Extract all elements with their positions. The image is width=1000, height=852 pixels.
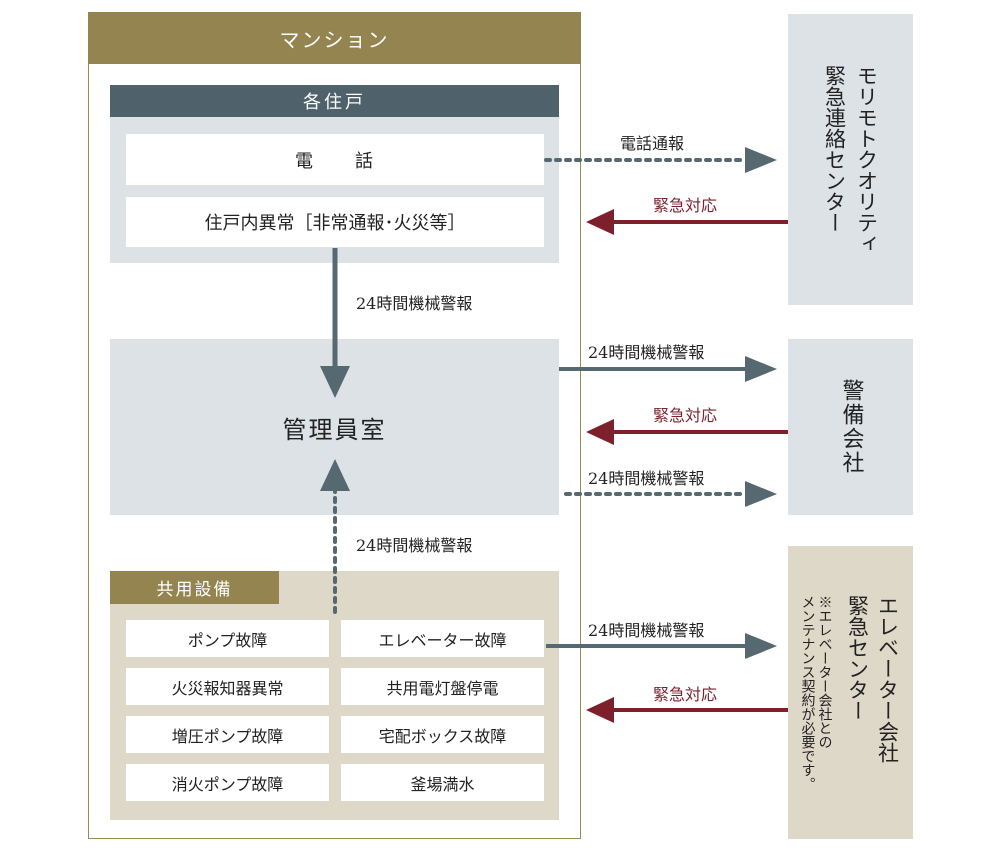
security-company-box: 警備会社 [788,339,913,515]
equipment-item: 消火ポンプ故障 [126,764,329,801]
equipment-item: 火災報知器異常 [126,668,329,705]
arrow-head-up [320,459,350,491]
common-equipment-title: 共用設備 [110,571,279,604]
equipment-item: 共用電灯盤停電 [341,668,544,705]
quality-center-box: モリモトクオリティ 緊急連絡センター [788,14,913,305]
arrow-head-left [586,209,614,235]
equipment-item: 釜場満水 [341,764,544,801]
emergency-label: 緊急対応 [653,196,718,215]
management-title: 管理員室 [282,415,387,444]
abnormal-box: 住戸内異常［非常通報･火災等］ [126,197,544,247]
arrow-head-left [586,697,614,723]
equipment-item: ポンプ故障 [126,620,329,657]
emergency-label: 緊急対応 [653,406,718,425]
alarm24-label: 24時間機械警報 [356,294,473,313]
equipment-item: エレベーター故障 [341,620,544,657]
alarm24-label: 24時間機械警報 [356,536,473,555]
arrow-head-left [586,419,614,445]
arrow-head-down [320,366,350,398]
elevator-center-box: エレベーター会社 緊急センター ※エレベーター会社との メンテナンス契約が必要で… [788,546,913,839]
arrow-head-right [745,147,777,173]
emergency-label: 緊急対応 [653,685,718,704]
alarm24-label: 24時間機械警報 [588,621,705,640]
alarm24-label: 24時間機械警報 [588,469,705,488]
equipment-item: 増圧ポンプ故障 [126,716,329,753]
mansion-title: マンション [88,12,581,64]
alarm24-label: 24時間機械警報 [588,343,705,362]
quality-center-title: モリモトクオリティ 緊急連絡センター [822,65,879,254]
equipment-item: 宅配ボックス故障 [341,716,544,753]
arrow-head-right [745,633,777,659]
phone-report-label: 電話通報 [620,134,685,153]
elevator-center-title: エレベーター会社 緊急センター [845,594,900,763]
security-company-title: 警備会社 [838,379,864,475]
arrow-head-right [745,356,777,382]
arrow-head-right [745,481,777,507]
units-title: 各住戸 [110,85,559,117]
elevator-contract-note: ※エレベーター会社との メンテナンス契約が必要です。 [799,594,833,791]
phone-box: 電 話 [126,134,544,185]
